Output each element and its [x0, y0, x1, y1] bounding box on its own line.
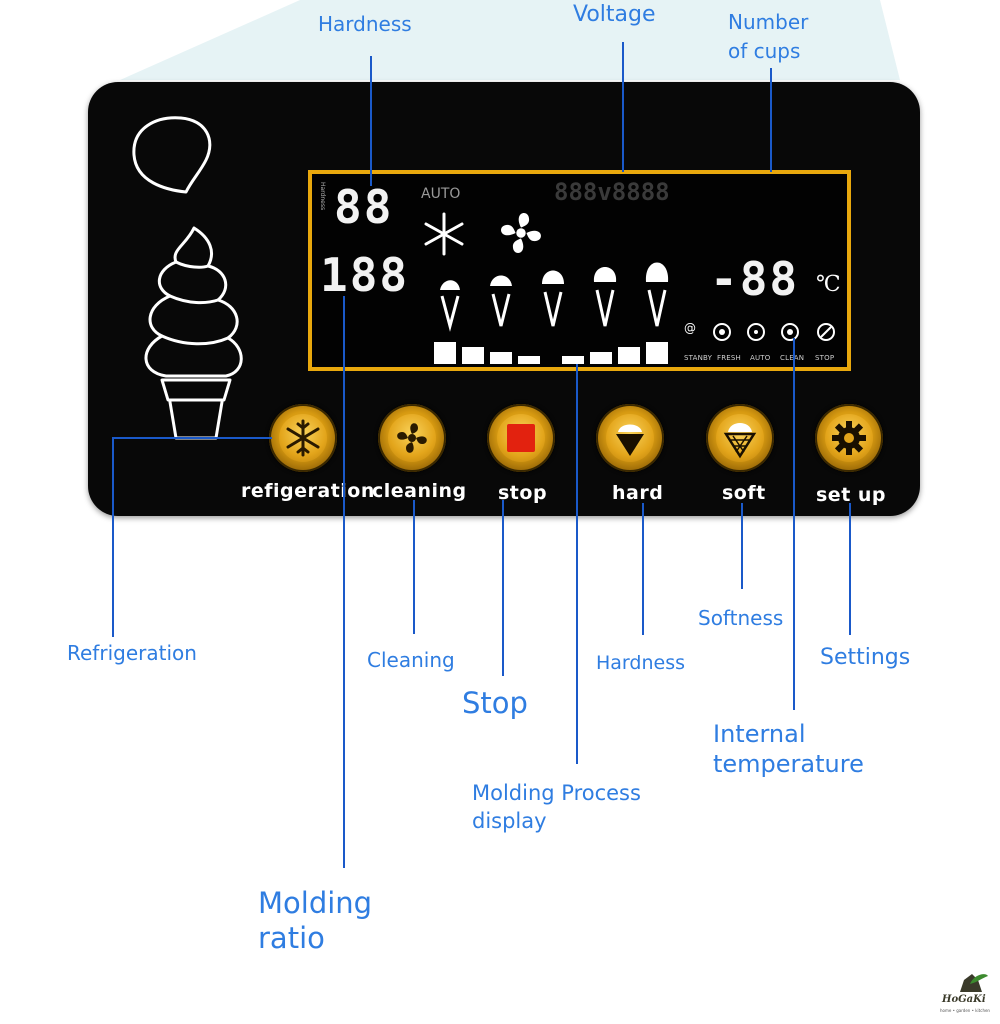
lcd-mode-stop: STOP — [815, 354, 835, 362]
callout-voltage: Voltage — [573, 2, 656, 27]
snowflake-icon — [286, 419, 320, 457]
logo-brand: HoGaKi — [942, 994, 986, 1005]
callout-molding-ratio-line2: ratio — [258, 921, 325, 955]
setup-button[interactable] — [815, 404, 883, 472]
fan-icon — [397, 423, 427, 453]
setup-button-label: set up — [816, 484, 887, 506]
leader-number-of-cups — [770, 68, 772, 172]
hard-cone-icon — [616, 424, 644, 456]
callout-molding-process-line1: Molding Process — [472, 781, 641, 805]
hard-button-label: hard — [612, 482, 664, 504]
callout-number-of-cups-line1: Number — [728, 10, 809, 34]
callout-stop: Stop — [462, 686, 528, 720]
callout-hardness-top: Hardness — [318, 12, 412, 36]
lcd-display: Hardness 88 AUTO 888v8888 188 — [308, 170, 851, 371]
leader-refrigeration-v — [112, 437, 114, 637]
lcd-temperature-digits: -88 — [710, 252, 800, 306]
leader-hardness-bottom — [642, 503, 644, 635]
leader-molding-process — [576, 364, 578, 764]
lcd-ratio-digits: 188 — [320, 248, 410, 302]
lcd-mode-clean: CLEAN — [780, 354, 804, 362]
backdrop-wedge — [120, 0, 900, 80]
lcd-molding-process-display — [434, 262, 669, 364]
lcd-mode-standby: STANBY — [684, 354, 713, 362]
leader-stop — [502, 500, 504, 676]
lcd-hardness-digits: 88 — [334, 180, 394, 234]
leader-hardness-top — [370, 56, 372, 186]
refrigeration-button[interactable] — [269, 404, 337, 472]
callout-molding-process-line2: display — [472, 809, 547, 833]
leader-settings — [849, 503, 851, 635]
leader-cleaning — [413, 500, 415, 634]
lcd-voltage-readout: 888v8888 — [554, 178, 670, 206]
callout-hardness-bottom: Hardness — [596, 652, 685, 674]
callout-internal-temperature-line1: Internal — [713, 720, 806, 748]
callout-number-of-cups-line2: of cups — [728, 39, 801, 63]
stop-square-icon — [507, 424, 535, 452]
callout-settings: Settings — [820, 645, 911, 670]
lcd-side-text: Hardness — [319, 182, 326, 211]
lcd-auto-label: AUTO — [421, 186, 461, 202]
callout-cleaning: Cleaning — [367, 648, 455, 672]
callout-molding-ratio-line1: Molding — [258, 886, 373, 920]
lcd-mode-icons: @ — [684, 321, 835, 341]
lcd-mode-auto: AUTO — [750, 354, 771, 362]
stop-button[interactable] — [487, 404, 555, 472]
leader-softness — [741, 503, 743, 589]
soft-cone-icon — [723, 423, 757, 459]
callout-softness: Softness — [698, 606, 784, 630]
lcd-fan-icon — [501, 213, 541, 253]
svg-text:@: @ — [684, 321, 696, 335]
callout-refrigeration: Refrigeration — [67, 641, 197, 665]
cleaning-button[interactable] — [378, 404, 446, 472]
hard-button[interactable] — [596, 404, 664, 472]
logo-tagline: home • garden • kitchen — [940, 1008, 990, 1013]
lcd-temperature-unit: ℃ — [816, 272, 841, 297]
lcd-mode-fresh: FRESH — [717, 354, 742, 362]
ice-cream-cone-icon — [132, 116, 243, 440]
callout-internal-temperature-line2: temperature — [713, 750, 864, 778]
lcd-snowflake-icon — [424, 212, 464, 256]
hogaki-logo-leaf-icon — [960, 974, 988, 992]
leader-molding-ratio — [343, 296, 345, 868]
gear-icon — [832, 421, 866, 455]
leader-refrigeration-h — [112, 437, 272, 439]
soft-button-label: soft — [722, 482, 766, 504]
stop-button-label: stop — [498, 482, 548, 504]
soft-button[interactable] — [706, 404, 774, 472]
leader-voltage — [622, 42, 624, 172]
refrigeration-button-label: refigeration — [241, 480, 375, 502]
cleaning-button-label: cleaning — [372, 480, 467, 502]
leader-internal-temperature — [793, 338, 795, 710]
